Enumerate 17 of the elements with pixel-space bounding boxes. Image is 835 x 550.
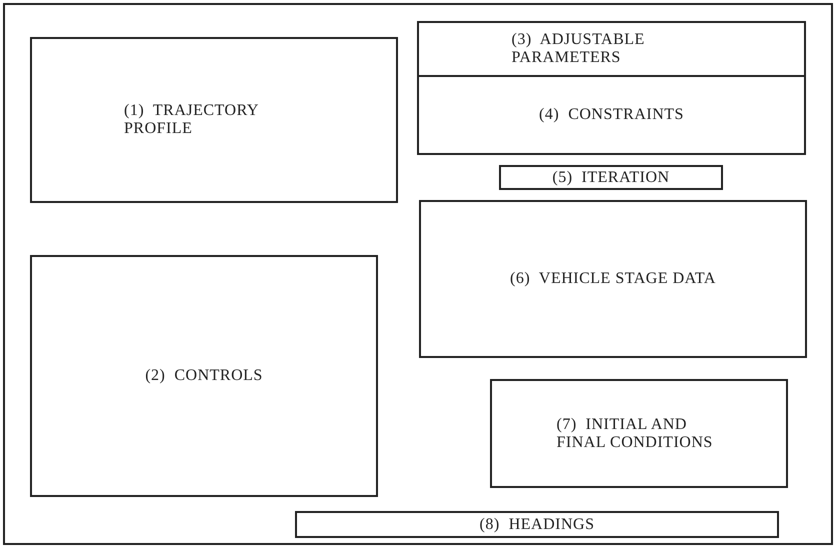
section-box <box>417 21 806 77</box>
section-label: (7) INITIAL AND FINAL CONDITIONS <box>556 416 714 452</box>
section-box <box>490 379 788 488</box>
section-label: (6) VEHICLE STAGE DATA <box>510 270 716 288</box>
page-frame <box>3 3 833 545</box>
section-label: (8) HEADINGS <box>480 516 594 534</box>
section-label: (3) ADJUSTABLE PARAMETERS <box>512 31 646 67</box>
section-label: (5) ITERATION <box>552 168 670 186</box>
section-box <box>30 37 398 203</box>
section-box <box>419 200 807 358</box>
section-box <box>295 511 779 538</box>
section-label: (1) TRAJECTORY PROFILE <box>124 102 260 138</box>
section-box <box>499 165 723 190</box>
section-label: (4) CONSTRAINTS <box>539 106 684 124</box>
section-label: (2) CONTROLS <box>145 367 263 385</box>
section-box <box>30 255 378 497</box>
section-box <box>417 75 806 155</box>
